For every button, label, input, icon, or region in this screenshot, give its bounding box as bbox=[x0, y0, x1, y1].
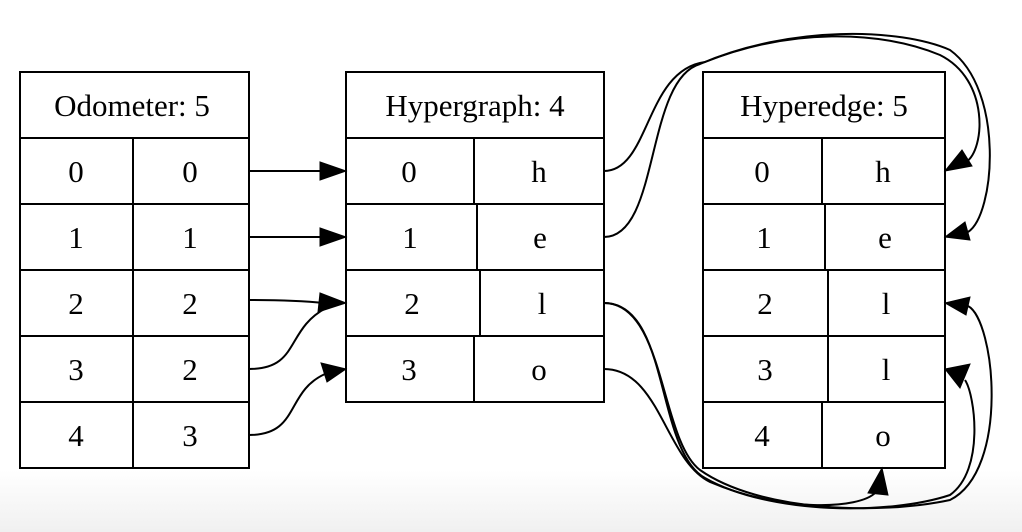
hyperedge-row-0-value: h bbox=[875, 154, 891, 189]
edge-odo4-hg3 bbox=[248, 373, 326, 436]
arrowhead bbox=[944, 363, 971, 389]
odometer-row-4-index: 4 bbox=[68, 418, 84, 453]
odometer-row-2-value: 2 bbox=[182, 286, 198, 321]
hyperedge-row-3-index: 3 bbox=[757, 352, 773, 387]
hypergraph-row-1-index: 1 bbox=[402, 220, 418, 255]
odometer-title: Odometer: 5 bbox=[54, 88, 210, 123]
odometer-row-3-index: 3 bbox=[68, 352, 84, 387]
hypergraph-row-0-value: h bbox=[531, 154, 547, 189]
hypergraph-row-3-index: 3 bbox=[401, 352, 417, 387]
arrowhead bbox=[867, 466, 889, 496]
arrowhead bbox=[319, 227, 348, 247]
edge-hg1-he1 bbox=[603, 32, 991, 238]
hypergraph-row-2-index: 2 bbox=[404, 286, 420, 321]
hyperedge-title: Hyperedge: 5 bbox=[740, 88, 908, 123]
odometer-table: Odometer: 5 0 0 1 1 2 2 3 2 4 3 bbox=[19, 71, 250, 469]
odometer-row-3-value: 2 bbox=[182, 352, 198, 387]
edge-odo2-hg2 bbox=[248, 299, 325, 304]
odometer-row-0-value: 0 bbox=[182, 154, 198, 189]
edge-odo3-hg2 bbox=[248, 307, 327, 370]
odometer-row-4-value: 3 bbox=[182, 418, 198, 453]
hyperedge-row-1-value: e bbox=[878, 220, 892, 255]
hypergraph-table: Hypergraph: 4 0 h 1 e 2 l 3 o bbox=[345, 71, 605, 403]
hyperedge-row-4-value: o bbox=[875, 418, 891, 453]
hypergraph-row-1-value: e bbox=[533, 220, 547, 255]
hypergraph-row-3-value: o bbox=[531, 352, 547, 387]
arrowhead bbox=[943, 296, 971, 316]
hyperedge-row-2-value: l bbox=[882, 286, 891, 321]
odometer-row-1-value: 1 bbox=[182, 220, 198, 255]
odometer-row-2-index: 2 bbox=[68, 286, 84, 321]
edge-hg3-he4 bbox=[603, 368, 877, 507]
arrowhead bbox=[317, 292, 348, 313]
edge-hg0-he0 bbox=[603, 35, 981, 172]
hypergraph-row-0-index: 0 bbox=[401, 154, 417, 189]
hyperedge-row-2-index: 2 bbox=[757, 286, 773, 321]
odometer-row-0-index: 0 bbox=[68, 154, 84, 189]
hyperedge-row-4-index: 4 bbox=[754, 418, 770, 453]
hyperedge-row-0-index: 0 bbox=[754, 154, 770, 189]
hypergraph-row-2-value: l bbox=[538, 286, 547, 321]
arrowhead bbox=[319, 161, 348, 181]
hyperedge-table: Hyperedge: 5 0 h 1 e 2 l 3 l 4 o bbox=[702, 71, 946, 469]
odometer-row-1-index: 1 bbox=[68, 220, 84, 255]
odometer-to-hypergraph-edges bbox=[248, 161, 348, 436]
arrowhead bbox=[943, 149, 973, 172]
hypergraph-to-hyperedge-edges bbox=[603, 32, 993, 510]
hypergraph-title: Hypergraph: 4 bbox=[385, 88, 565, 123]
arrowhead bbox=[320, 362, 348, 383]
hyperedge-row-3-value: l bbox=[882, 352, 891, 387]
hyperedge-row-1-index: 1 bbox=[756, 220, 772, 255]
arrowhead bbox=[943, 221, 971, 241]
